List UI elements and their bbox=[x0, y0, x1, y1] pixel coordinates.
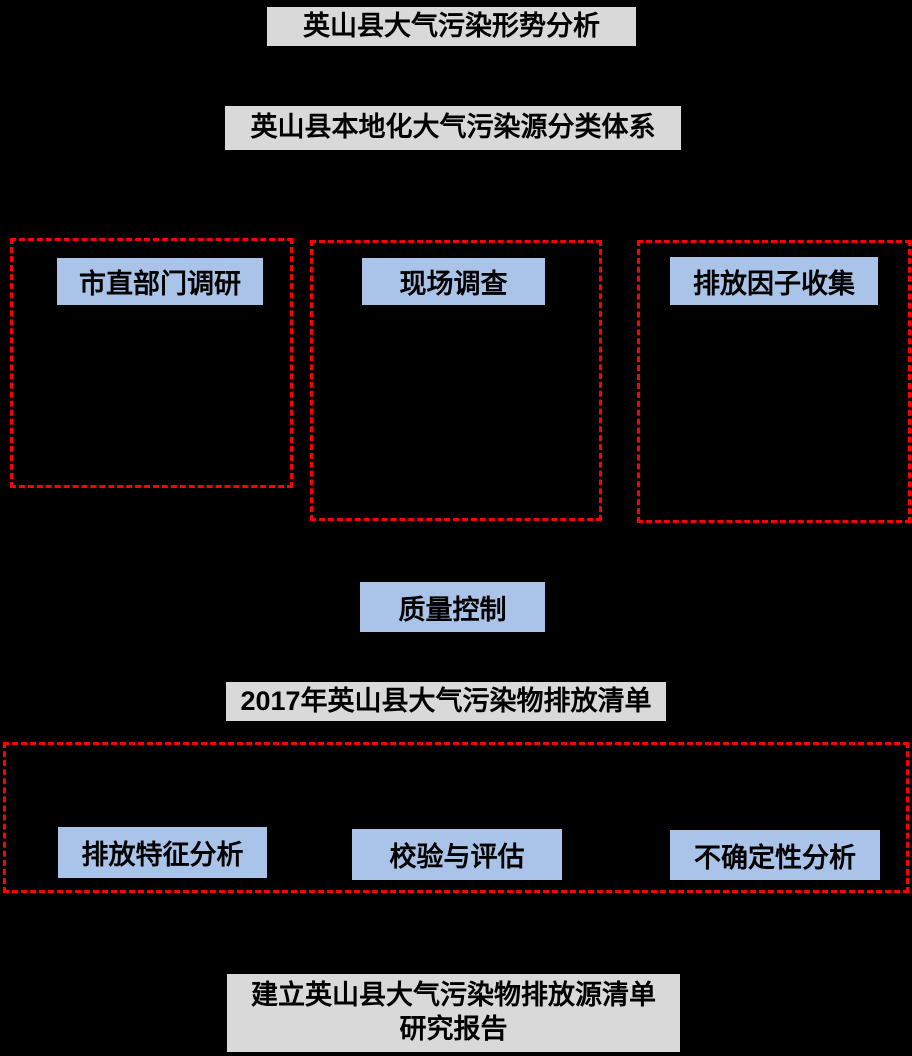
analysis-label-verification-evaluation: 校验与评估 bbox=[352, 829, 562, 880]
analysis-label-uncertainty: 不确定性分析 bbox=[670, 830, 880, 880]
inventory-box: 2017年英山县大气污染物排放清单 bbox=[224, 680, 668, 723]
method-group-field-survey bbox=[310, 240, 602, 521]
classification-system-box: 英山县本地化大气污染源分类体系 bbox=[223, 104, 683, 152]
method-label-city-departments: 市直部门调研 bbox=[57, 258, 263, 305]
quality-control-box: 质量控制 bbox=[360, 582, 545, 632]
method-group-city-departments bbox=[10, 238, 293, 488]
analysis-group bbox=[3, 742, 909, 893]
report-box: 建立英山县大气污染物排放源清单 研究报告 bbox=[225, 972, 682, 1054]
method-label-emission-factors: 排放因子收集 bbox=[670, 257, 878, 305]
title-box: 英山县大气污染形势分析 bbox=[265, 5, 638, 48]
method-group-emission-factors bbox=[637, 240, 911, 523]
analysis-label-emission-characteristics: 排放特征分析 bbox=[58, 827, 267, 878]
method-label-field-survey: 现场调查 bbox=[362, 258, 545, 305]
